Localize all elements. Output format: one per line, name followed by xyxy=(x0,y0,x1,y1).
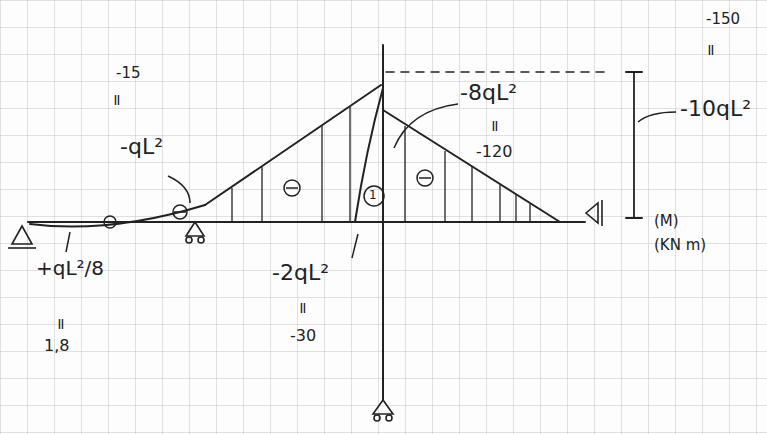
callout-number: 1 xyxy=(369,189,377,201)
moment-label: -qL² xyxy=(120,136,163,158)
moment-label: -10qL² xyxy=(680,98,751,120)
equals-mark: = xyxy=(487,119,503,132)
moment-label: -8qL² xyxy=(460,82,517,104)
equals-mark: = xyxy=(53,317,69,330)
unit-label: (KN m) xyxy=(654,238,706,253)
value-label: -15 xyxy=(116,66,141,81)
equals-mark: = xyxy=(295,301,311,314)
value-label: -120 xyxy=(476,144,512,160)
moment-label: +qL²/8 xyxy=(36,258,104,278)
value-label: 1,8 xyxy=(44,338,69,354)
value-label: -30 xyxy=(290,328,316,344)
equals-mark: = xyxy=(703,43,719,56)
equals-mark: = xyxy=(109,93,125,106)
unit-label: (M) xyxy=(654,214,679,229)
value-label: -150 xyxy=(706,12,740,27)
moment-label: -2qL² xyxy=(272,262,329,284)
